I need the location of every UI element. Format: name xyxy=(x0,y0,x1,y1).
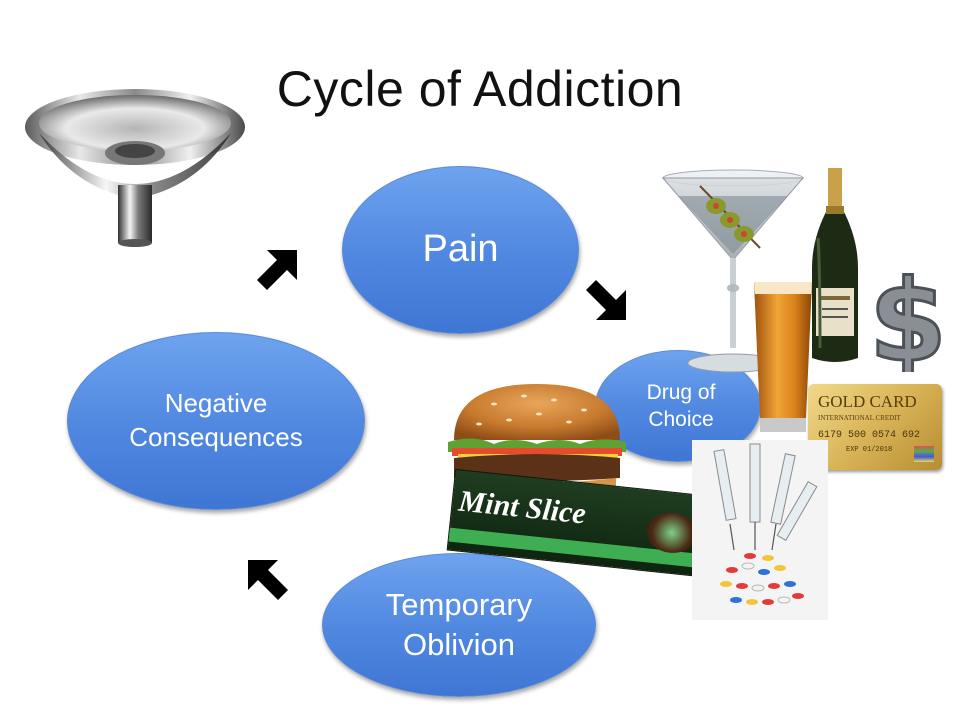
card-subtitle: INTERNATIONAL CREDIT xyxy=(818,414,901,422)
node-temporary-oblivion: Temporary Oblivion xyxy=(322,553,596,697)
funnel-image xyxy=(22,85,248,261)
node-temporary-line2: Oblivion xyxy=(403,627,515,662)
arrow-up-right-icon xyxy=(255,246,301,292)
mint-slice-label: Mint Slice xyxy=(457,484,588,531)
champagne-bottle-image xyxy=(808,168,862,364)
node-pain: Pain xyxy=(342,166,579,334)
martini-image xyxy=(660,168,806,378)
dollar-sign-image: $ xyxy=(868,262,948,372)
syringes-and-pills-image xyxy=(692,440,828,620)
node-drug-line2: Choice xyxy=(648,408,714,431)
node-negative-line2: Consequences xyxy=(129,422,303,452)
beer-glass-image xyxy=(752,278,814,436)
card-number: 6179 500 0574 692 xyxy=(818,430,921,441)
arrow-up-left-icon xyxy=(244,556,290,602)
node-temporary-line1: Temporary xyxy=(385,586,533,622)
card-expiry: EXP 01/2018 xyxy=(846,446,893,454)
node-drug-line1: Drug of xyxy=(646,380,716,404)
credit-card-image: GOLD CARD INTERNATIONAL CREDIT 6179 500 … xyxy=(808,384,942,470)
card-hologram xyxy=(914,446,934,462)
arrow-down-right-icon xyxy=(584,278,630,324)
card-brand: GOLD CARD xyxy=(818,392,917,411)
node-negative-consequences: Negative Consequences xyxy=(67,332,365,510)
slide-title: Cycle of Addiction xyxy=(276,61,684,117)
svg-text:$: $ xyxy=(869,262,947,372)
node-pain-label: Pain xyxy=(422,228,499,271)
node-negative-line1: Negative xyxy=(164,388,268,419)
